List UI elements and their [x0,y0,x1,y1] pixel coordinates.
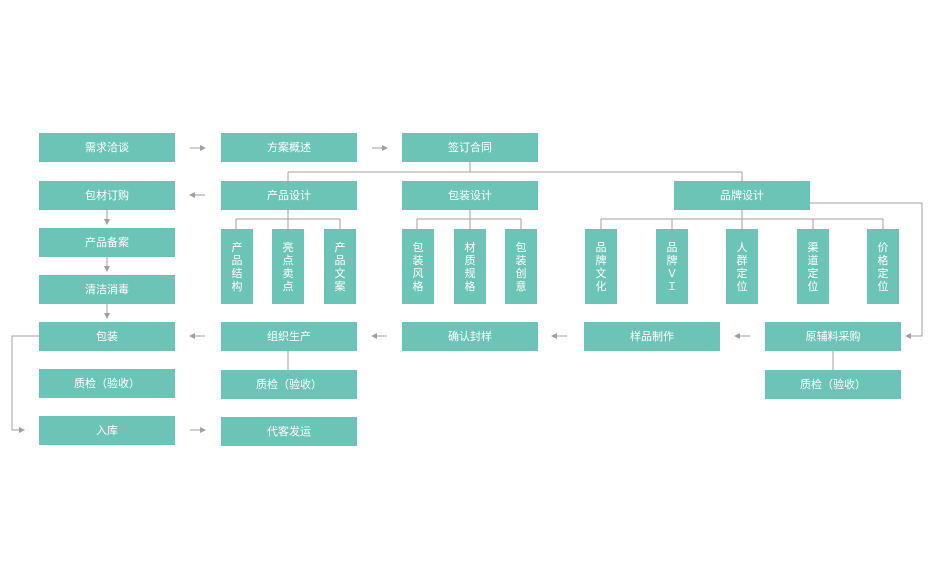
node-pd-copy: 产品文案 [324,229,356,304]
node-confirm: 确认封样 [402,322,538,351]
node-bd-crowd: 人群定位 [726,229,758,304]
node-sample: 样品制作 [584,322,720,351]
node-pk-creative: 包装创意 [505,229,537,304]
node-clean: 清洁消毒 [39,275,175,304]
node-plan: 方案概述 [221,133,357,162]
node-demand: 需求洽谈 [39,133,175,162]
node-pack: 包装 [39,322,175,351]
node-bd-channel: 渠道定位 [797,229,829,304]
node-storage: 入库 [39,416,175,445]
node-organize: 组织生产 [221,322,357,351]
node-pd-structure: 产品结构 [221,229,253,304]
node-brand-design: 品牌设计 [674,181,810,210]
node-prepare: 产品备案 [39,228,175,257]
node-bd-culture: 品牌文化 [585,229,617,304]
node-qc1: 质检（验收） [39,369,175,398]
node-bd-price: 价格定位 [867,229,899,304]
node-material: 原辅料采购 [765,322,901,351]
node-pk-style: 包装风格 [402,229,434,304]
node-contract: 签订合同 [402,133,538,162]
node-product-design: 产品设计 [221,181,357,210]
line-pack-storage [11,335,39,433]
node-qc2: 质检（验收） [221,370,357,399]
node-qc3: 质检（验收） [765,370,901,399]
node-pk-material: 材质规格 [454,229,486,304]
node-pack-design: 包装设计 [402,181,538,210]
node-pd-highlights: 亮点卖点 [272,229,304,304]
node-delivery: 代客发运 [221,417,357,446]
node-purchase: 包材订购 [39,181,175,210]
line-brand-material [810,202,923,339]
